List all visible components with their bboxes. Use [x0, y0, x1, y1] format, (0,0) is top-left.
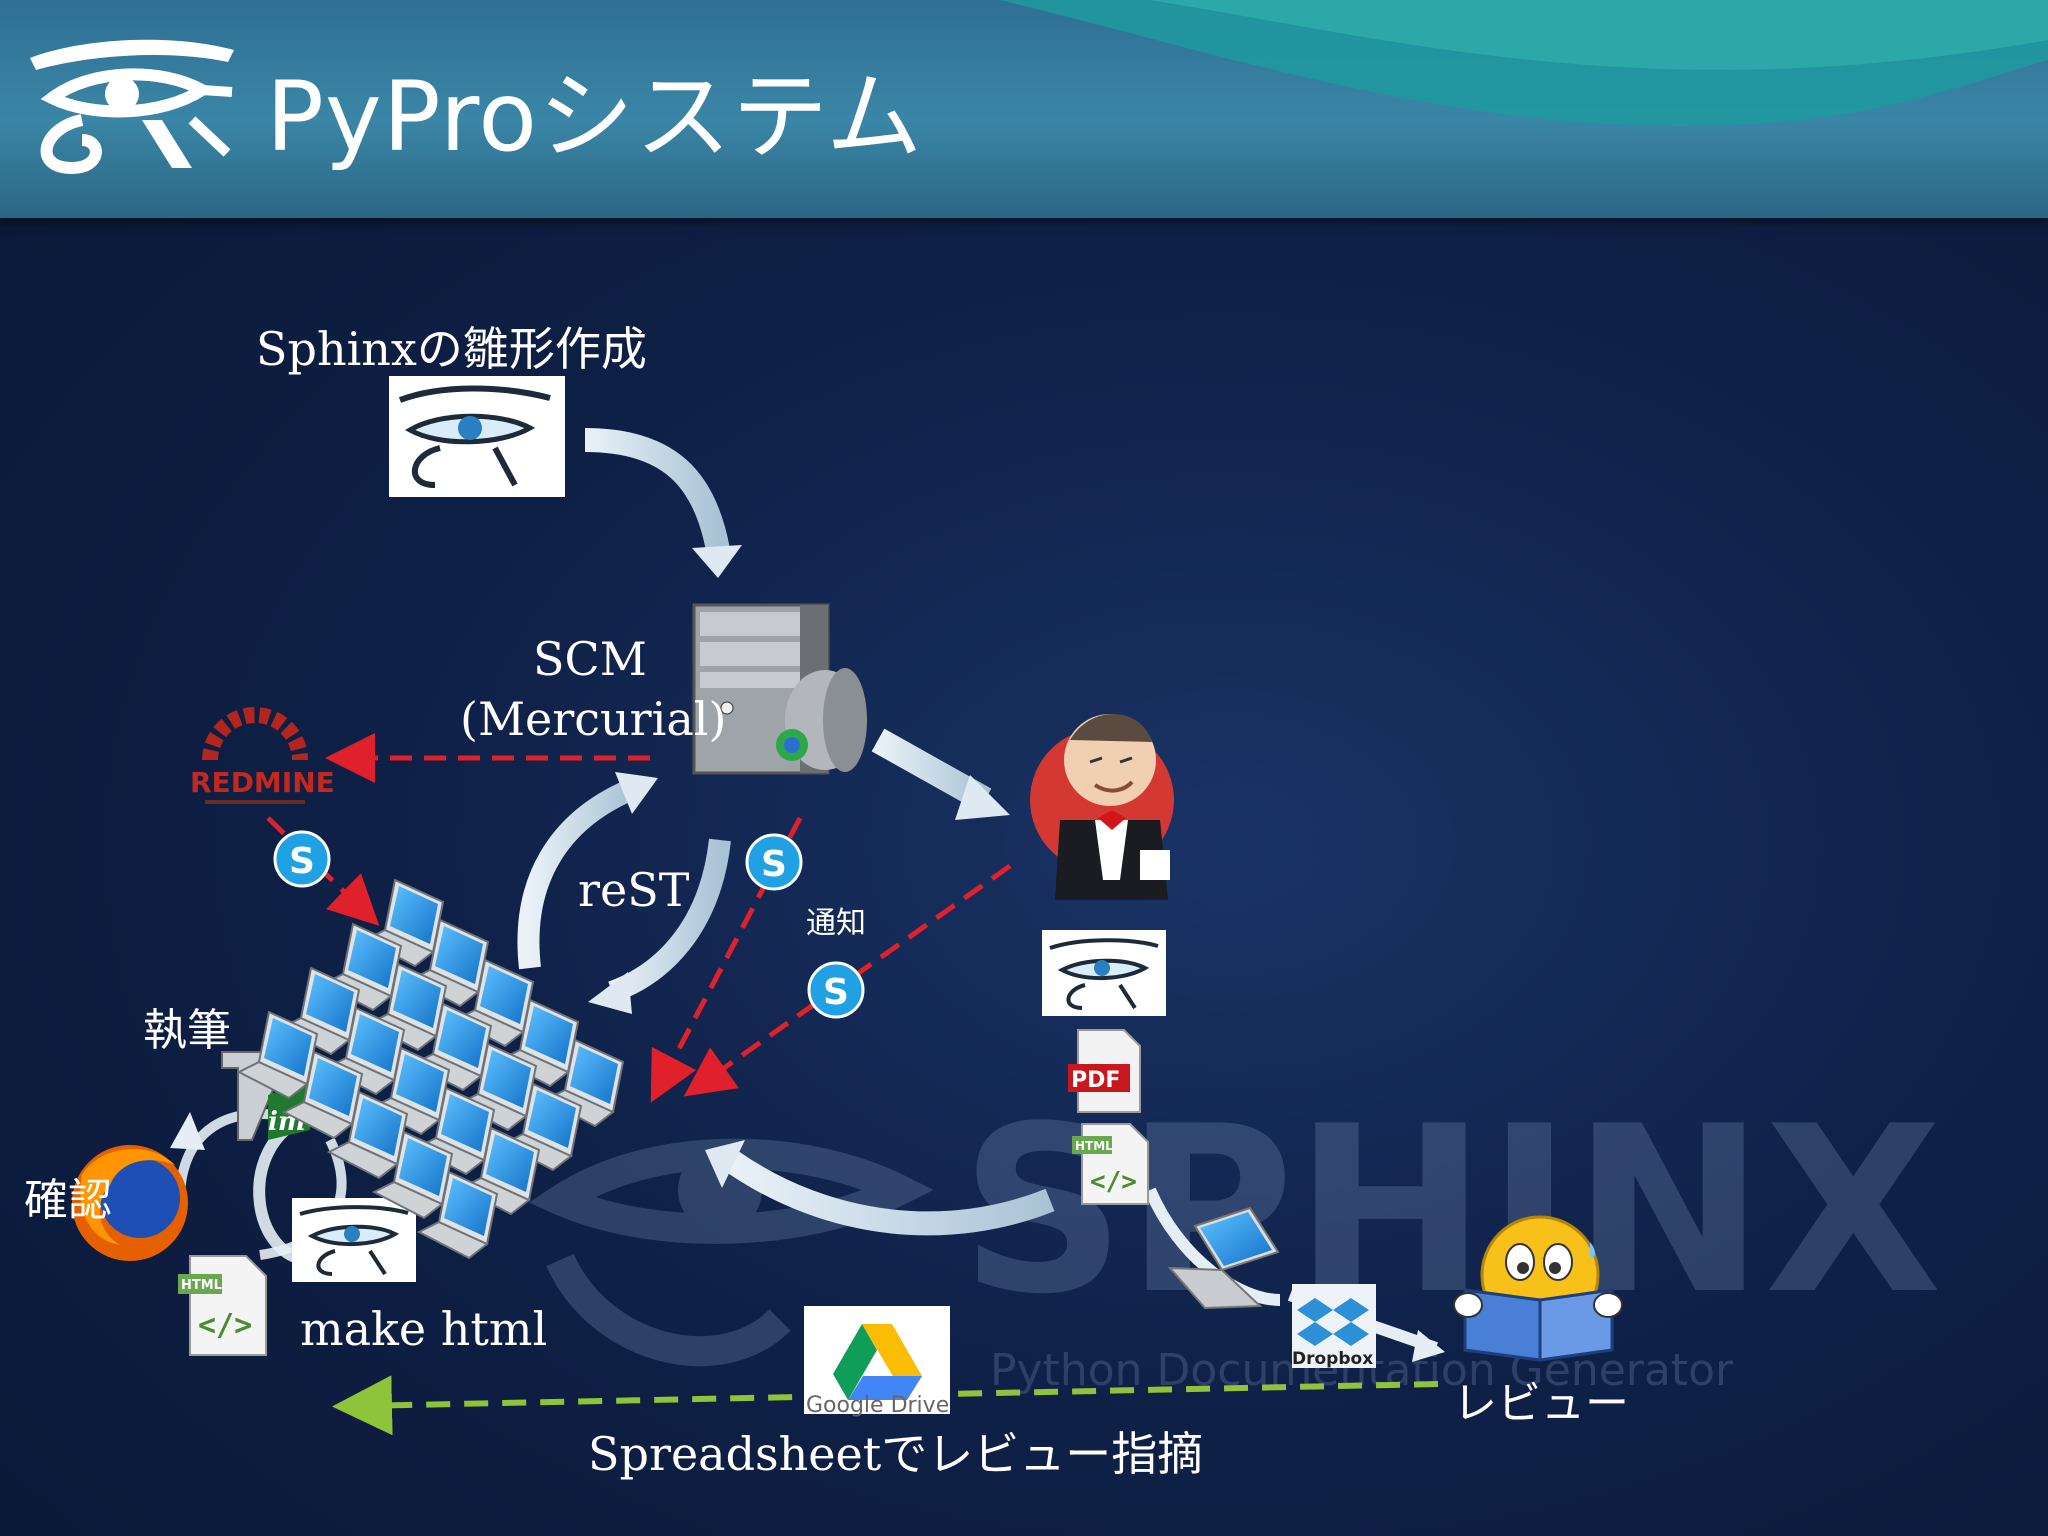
slide-title: PyProシステム: [266, 61, 924, 173]
eye-of-horus-logo-icon: [30, 39, 234, 175]
skype-icon-2: S: [745, 833, 803, 891]
pdf-file-icon: PDF: [1068, 1029, 1141, 1113]
laptop-icon: [416, 1170, 499, 1260]
scm-server-icon: [692, 603, 867, 775]
html-label-right: HTML: [1075, 1139, 1113, 1153]
skype-icon-1: S: [273, 830, 331, 888]
redmine-label: REDMINE: [190, 766, 335, 799]
label-scm: SCM: [533, 632, 647, 686]
label-scm-tool: (Mercurial): [460, 692, 727, 746]
laptop-icon: [458, 1126, 541, 1216]
html-file-icon-right: HTML </>: [1072, 1123, 1149, 1205]
watermark-text: SPHINX: [960, 1078, 1942, 1345]
label-review: レビュー: [1453, 1378, 1629, 1429]
laptop-icon: [455, 1042, 538, 1132]
label-make-html: make html: [300, 1302, 548, 1356]
dropbox-icon: Dropbox: [1292, 1284, 1376, 1369]
sphinx-logo-icon: [389, 376, 565, 497]
reviewer-reading-icon: [1453, 1215, 1623, 1362]
html-label-left: HTML: [181, 1278, 222, 1293]
laptop-icon: [281, 1050, 364, 1140]
sphinx-logo-small-icon: [1042, 930, 1166, 1016]
svg-text:</>: </>: [1090, 1167, 1137, 1197]
label-spreadsheet-review: Spreadsheetでレビュー指摘: [588, 1427, 1204, 1481]
redmine-logo-icon: REDMINE: [190, 707, 335, 804]
laptop-icon: [326, 1090, 409, 1180]
header-wave-decoration: [1000, 0, 2048, 126]
dropbox-label: Dropbox: [1292, 1349, 1373, 1369]
skype-icon-3: S: [807, 961, 865, 1019]
label-confirm: 確認: [24, 1175, 112, 1226]
skype-letter-1: S: [289, 841, 315, 882]
html-file-icon-left: HTML </>: [178, 1255, 267, 1356]
google-drive-icon: Google Drive: [804, 1306, 950, 1418]
label-notify: 通知: [806, 906, 866, 941]
pdf-label: PDF: [1071, 1068, 1120, 1093]
laptop-icon: [236, 1010, 319, 1100]
firefox-browser-icon: [72, 1145, 188, 1261]
skype-letter-3: S: [823, 972, 849, 1013]
sphinx-watermark: SPHINX Python Documentation Generator: [528, 1078, 1942, 1396]
label-sphinx-template: Sphinxの雛形作成: [256, 322, 647, 376]
header-bar: PyProシステム: [0, 0, 2048, 218]
jenkins-butler-icon: [1030, 713, 1174, 900]
laptop-icon: [497, 998, 580, 1088]
skype-letter-2: S: [761, 844, 787, 885]
label-rest: reST: [578, 863, 690, 917]
laptop-cluster: [236, 878, 625, 1260]
svg-text:</>: </>: [198, 1308, 252, 1343]
sphinx-logo-build-icon: [292, 1198, 416, 1282]
label-writing: 執筆: [143, 1005, 231, 1056]
reviewer-laptop-icon: [1167, 1206, 1280, 1310]
google-drive-label: Google Drive: [806, 1393, 949, 1418]
laptop-icon: [410, 1002, 493, 1092]
